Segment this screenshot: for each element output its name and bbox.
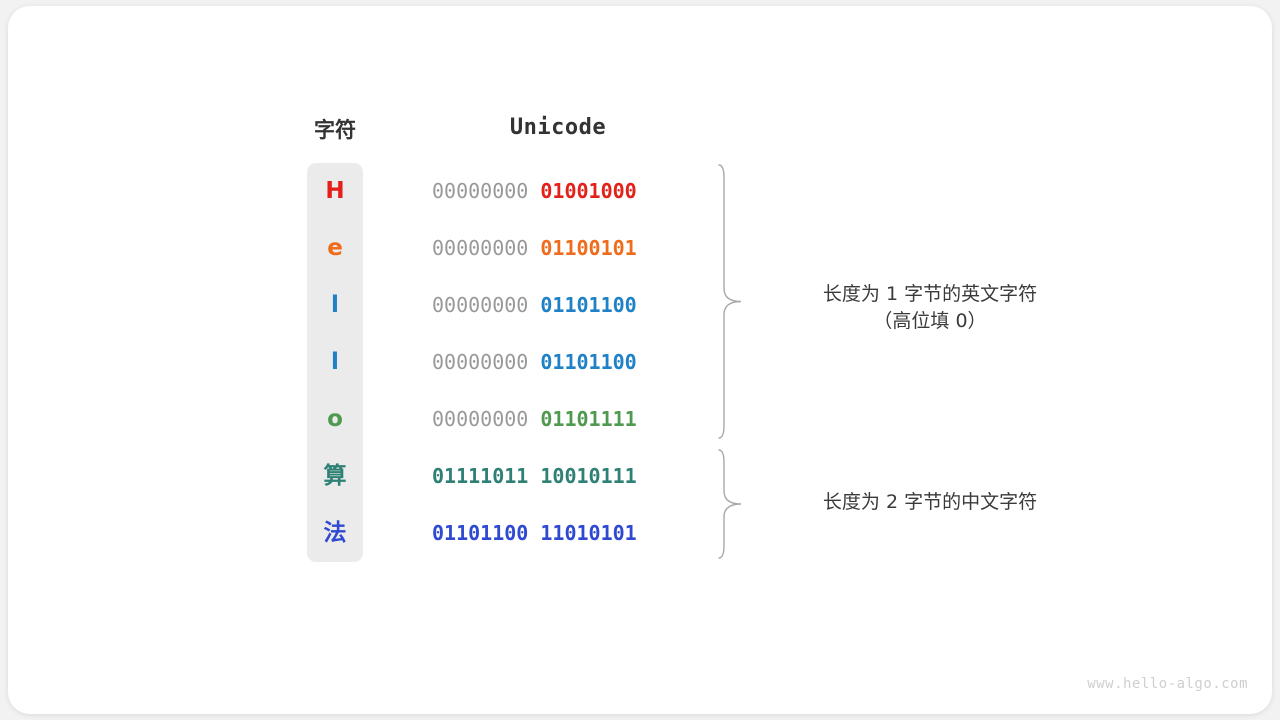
diagram-card [8,6,1272,714]
high-byte-bits: 00000000 [432,293,541,317]
encoding-row: l 00000000 01101100 [0,277,1280,334]
low-byte-bits: 01101100 11010101 [432,521,637,545]
unicode-bits: 01111011 10010111 [432,448,684,505]
low-byte-bits: 01100101 [540,236,637,260]
character-glyph: l [331,349,339,375]
annotation-label: 长度为 2 字节的中文字符 [822,491,1038,513]
curly-brace-icon [718,164,742,439]
character-glyph: H [325,178,345,204]
encoding-row: e 00000000 01100101 [0,220,1280,277]
low-byte-bits: 01101100 [540,293,637,317]
low-byte-bits: 01111011 10010111 [432,464,637,488]
encoding-row: l 00000000 01101100 [0,334,1280,391]
high-byte-bits: 00000000 [432,350,541,374]
character-glyph: o [327,406,343,432]
unicode-bits: 00000000 01101100 [432,277,684,334]
character-glyph: 算 [323,463,347,489]
character-glyph: e [327,235,343,261]
header-character: 字符 [314,118,356,142]
header-unicode: Unicode [509,115,607,140]
encoding-row: 法 01101100 11010101 [0,505,1280,562]
high-byte-bits: 00000000 [432,407,541,431]
watermark: www.hello-algo.com [1087,676,1248,692]
curly-brace-icon [718,449,742,559]
low-byte-bits: 01101111 [540,407,637,431]
low-byte-bits: 01001000 [540,179,637,203]
low-byte-bits: 01101100 [540,350,637,374]
unicode-bits: 00000000 01101111 [432,391,684,448]
high-byte-bits: 00000000 [432,179,541,203]
unicode-bits: 01101100 11010101 [432,505,684,562]
unicode-bits: 00000000 01001000 [432,163,684,220]
high-byte-bits: 00000000 [432,236,541,260]
encoding-row: H 00000000 01001000 [0,163,1280,220]
character-glyph: 法 [323,520,347,546]
character-glyph: l [331,292,339,318]
unicode-bits: 00000000 01100101 [432,220,684,277]
encoding-row: 算 01111011 10010111 [0,448,1280,505]
encoding-row: o 00000000 01101111 [0,391,1280,448]
unicode-bits: 00000000 01101100 [432,334,684,391]
annotation-label: 长度为 1 字节的英文字符 （高位填 0） [822,283,1038,332]
character-column-background [307,163,363,562]
